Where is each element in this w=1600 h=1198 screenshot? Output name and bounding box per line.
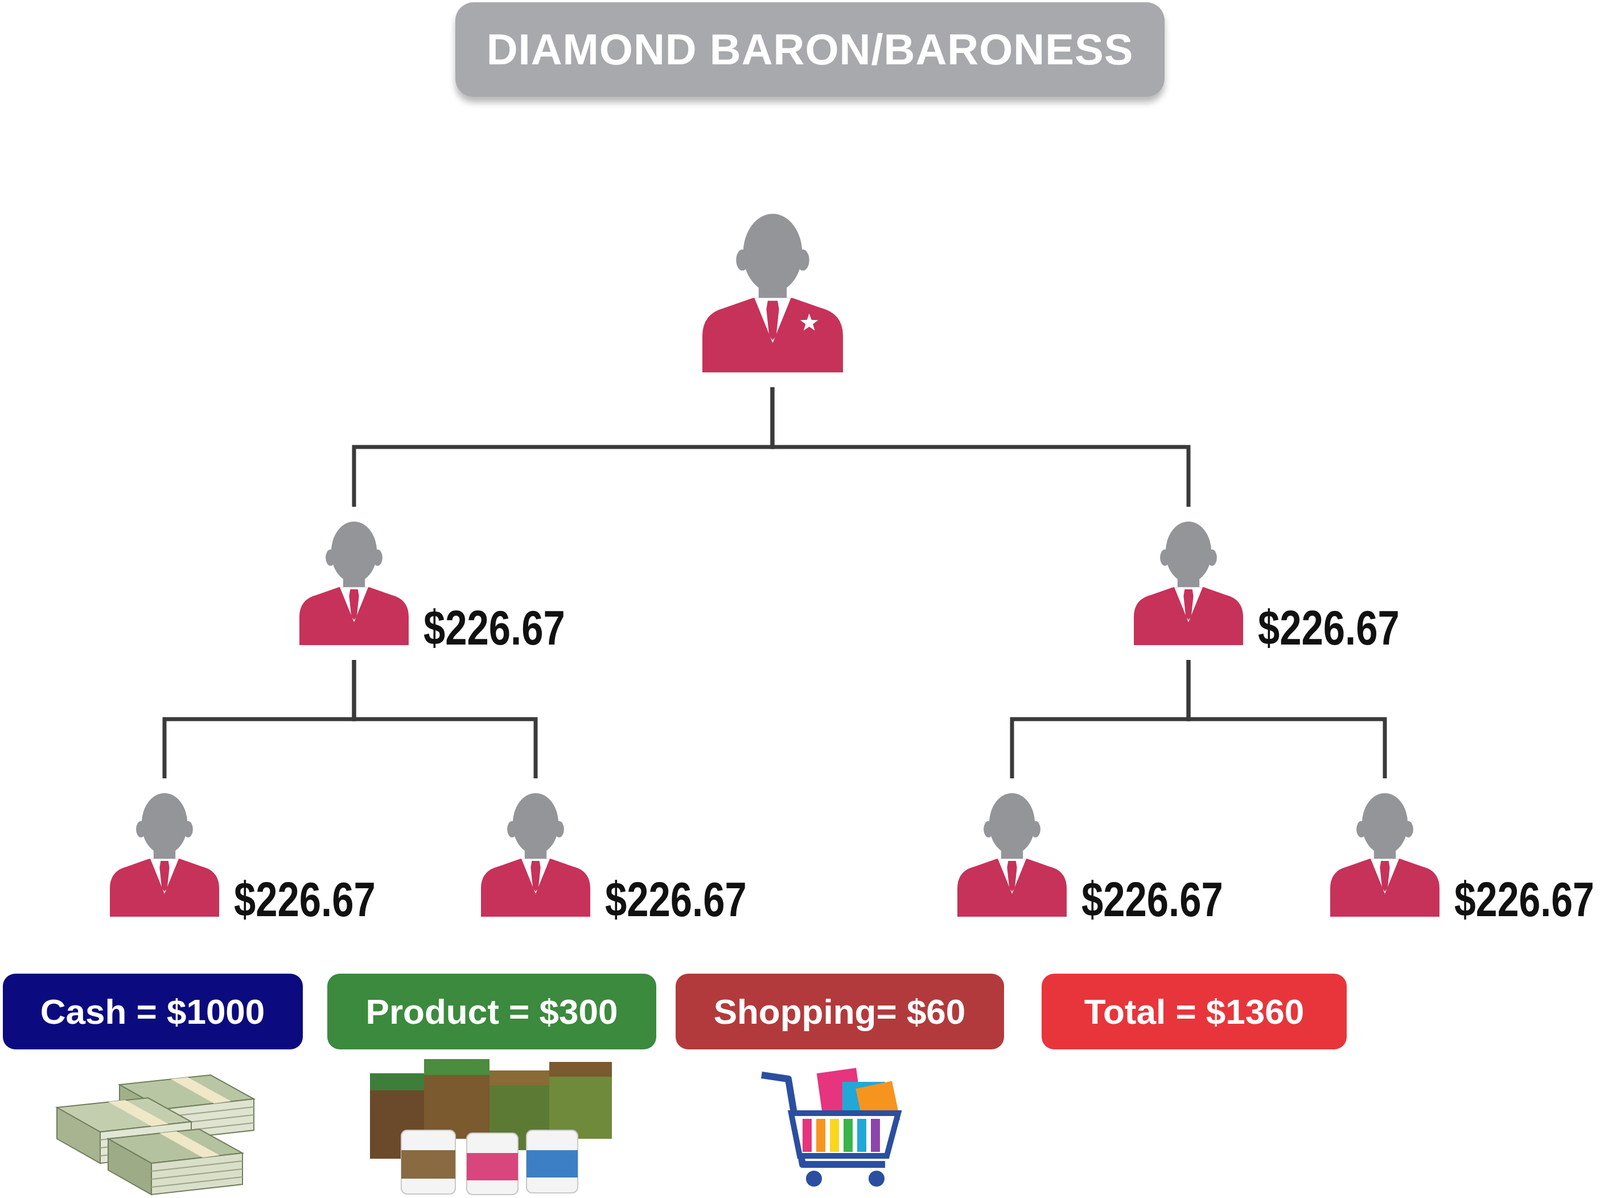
person-node: $226.67 bbox=[1133, 520, 1244, 645]
person-icon bbox=[1330, 791, 1440, 917]
reward-pill: Product = $300 bbox=[327, 973, 657, 1050]
person-icon bbox=[299, 520, 409, 645]
reward-pill: Shopping= $60 bbox=[675, 973, 1005, 1050]
product-illustration bbox=[369, 1058, 612, 1195]
person-icon bbox=[957, 791, 1067, 917]
amount-label: $226.67 bbox=[1081, 874, 1224, 924]
pill-text: Total = $1360 bbox=[1084, 993, 1305, 1030]
amount-label: $226.67 bbox=[1257, 602, 1400, 652]
pill-text: Shopping= $60 bbox=[713, 993, 966, 1030]
person-node: $226.67 bbox=[957, 791, 1067, 917]
pill-text: Product = $300 bbox=[365, 993, 619, 1030]
tree-connector bbox=[1188, 659, 1385, 779]
person-icon bbox=[109, 791, 220, 917]
reward-pill: Cash = $1000 bbox=[2, 973, 303, 1050]
pill-text: Cash = $1000 bbox=[40, 993, 266, 1030]
amount-label: $226.67 bbox=[1454, 874, 1595, 924]
person-node: $226.67 bbox=[480, 791, 591, 917]
title-pill: DIAMOND BARON/BARONESS bbox=[455, 2, 1166, 97]
person-node: $226.67 bbox=[1330, 791, 1440, 917]
cart-illustration bbox=[761, 1067, 901, 1187]
amount-label: $226.67 bbox=[423, 602, 566, 652]
amount-label: $226.67 bbox=[233, 874, 376, 924]
tree-connector bbox=[354, 387, 773, 507]
tree-connector bbox=[772, 387, 1189, 507]
person-icon bbox=[1133, 520, 1244, 645]
tree-connector bbox=[1012, 659, 1189, 779]
person-node: $226.67 bbox=[299, 520, 409, 645]
person-icon bbox=[480, 791, 591, 917]
person-node: $226.67 bbox=[109, 791, 220, 917]
title-text: DIAMOND BARON/BARONESS bbox=[486, 27, 1134, 72]
reward-pill: Total = $1360 bbox=[1041, 973, 1347, 1050]
cash-illustration bbox=[56, 1074, 254, 1195]
tree-connector bbox=[354, 659, 536, 779]
tree-connector bbox=[164, 659, 355, 779]
amount-label: $226.67 bbox=[605, 874, 747, 924]
person-node: $226.67 bbox=[702, 212, 843, 373]
person-icon bbox=[702, 212, 843, 373]
